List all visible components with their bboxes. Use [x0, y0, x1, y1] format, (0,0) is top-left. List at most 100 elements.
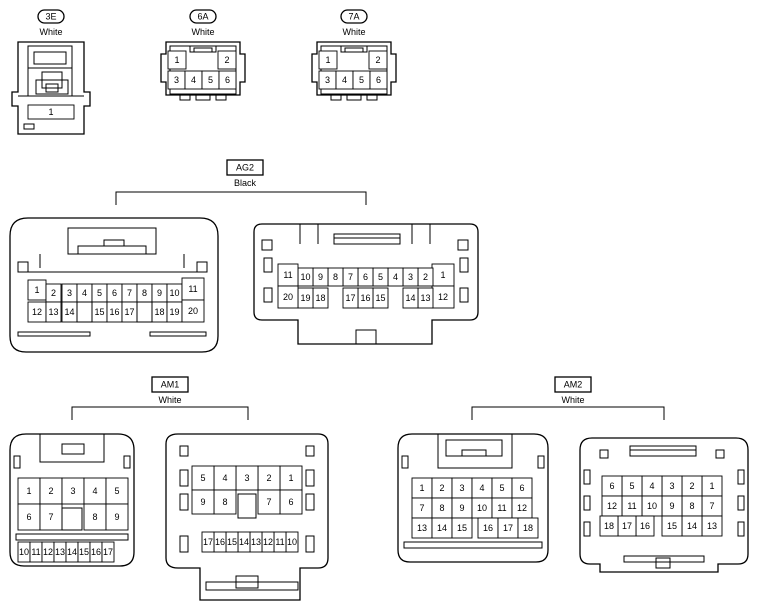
pin-label: 14	[437, 523, 447, 533]
pin-label: 9	[669, 501, 674, 511]
pin-label: 6	[363, 272, 368, 282]
pin-label: 17	[124, 307, 134, 317]
pin-label: 4	[649, 481, 654, 491]
pin-label: 5	[499, 483, 504, 493]
pin-label: 1	[26, 486, 31, 496]
pin-label: 10	[647, 501, 657, 511]
ag2-left-gap	[76, 301, 93, 323]
pin-label: 6	[519, 483, 524, 493]
connector-am2-color: White	[561, 395, 584, 405]
pin-label: 1	[440, 270, 445, 280]
connector-am1-id-box	[151, 376, 189, 393]
pin-label: 2	[439, 483, 444, 493]
pin-label: 16	[483, 523, 493, 533]
pin-label: 3	[669, 481, 674, 491]
pin-label: 12	[438, 292, 448, 302]
connector-am1-pin-cell	[191, 489, 215, 515]
pin-label: 2	[51, 288, 56, 298]
pin-label: 13	[48, 307, 58, 317]
pin-label: 18	[523, 523, 533, 533]
pin-label: 14	[64, 307, 74, 317]
pin-label: 13	[417, 523, 427, 533]
pin-label: 10	[19, 547, 29, 557]
pin-label: 15	[667, 521, 677, 531]
pin-label: 7	[48, 512, 53, 522]
pin-label: 13	[707, 521, 717, 531]
pin-label: 5	[208, 75, 213, 85]
pin-label: 18	[604, 521, 614, 531]
pin-label: 3	[67, 288, 72, 298]
pin-label: 8	[222, 497, 227, 507]
pin-label: 20	[188, 306, 198, 316]
pin-label: 3	[408, 272, 413, 282]
connector-am1-pin-cell	[105, 503, 129, 531]
pin-label: 10	[477, 503, 487, 513]
connector-am2-pin-cell	[517, 517, 539, 539]
connector-am2-id: AM2	[564, 380, 583, 390]
connector-3e: 3E White 1	[11, 9, 91, 135]
pin-label: 13	[420, 293, 430, 303]
pin-label: 20	[283, 292, 293, 302]
pin-label: 14	[405, 293, 415, 303]
pin-label: 14	[239, 537, 249, 547]
pin-label: 19	[300, 293, 310, 303]
pin-label: 3	[244, 473, 249, 483]
pin-label: 2	[48, 486, 53, 496]
connector-ag2-pin-cell	[277, 285, 299, 309]
pin-label: 5	[378, 272, 383, 282]
connector-am2-pin-cell	[451, 517, 473, 539]
pin-label: 7	[266, 497, 271, 507]
pin-label: 1	[709, 481, 714, 491]
pin-label: 5	[114, 486, 119, 496]
pin-label: 16	[640, 521, 650, 531]
connector-am2-pin-cell	[661, 515, 683, 537]
pin-label: 15	[375, 293, 385, 303]
connector-ag2-pin-cell	[342, 287, 359, 309]
pin-label: 18	[154, 307, 164, 317]
pin-label: 6	[288, 497, 293, 507]
pin-label: 16	[215, 537, 225, 547]
pin-label: 4	[82, 288, 87, 298]
connector-am1-pin-cell	[201, 531, 215, 553]
pin-label: 4	[479, 483, 484, 493]
pin-label: 4	[393, 272, 398, 282]
pin-label: 12	[263, 537, 273, 547]
connector-7a: 7A White 1 2 3 4 5 6	[311, 9, 397, 101]
pin-label: 10	[300, 272, 310, 282]
pin-label: 1	[174, 55, 179, 65]
pin-label: 7	[709, 501, 714, 511]
pin-label: 11	[31, 547, 40, 557]
pin-label: 9	[318, 272, 323, 282]
pin-label: 12	[607, 501, 617, 511]
connector-7a-id: 7A	[348, 12, 359, 22]
am1-right-key	[237, 493, 257, 519]
connector-6a-id-box	[189, 9, 217, 24]
pin-label: 14	[687, 521, 697, 531]
connector-am1-color: White	[158, 395, 181, 405]
pin-label: 2	[689, 481, 694, 491]
pin-label: 11	[627, 501, 636, 511]
pin-label: 15	[457, 523, 467, 533]
pin-label: 6	[376, 75, 381, 85]
pin-label: 10	[287, 537, 297, 547]
pin-label: 16	[91, 547, 101, 557]
pin-label: 2	[224, 55, 229, 65]
pin-label: 9	[459, 503, 464, 513]
pin-label: 15	[79, 547, 89, 557]
pin-label: 6	[26, 512, 31, 522]
pin-label: 6	[609, 481, 614, 491]
connector-am2-pin-cell	[599, 515, 619, 537]
connector-6a-color: White	[191, 27, 214, 37]
connector-ag2-color: Black	[234, 178, 257, 188]
pin-label: 3	[174, 75, 179, 85]
pin-label: 4	[222, 473, 227, 483]
pin-label: 8	[333, 272, 338, 282]
pin-label: 2	[423, 272, 428, 282]
pin-label: 17	[503, 523, 513, 533]
